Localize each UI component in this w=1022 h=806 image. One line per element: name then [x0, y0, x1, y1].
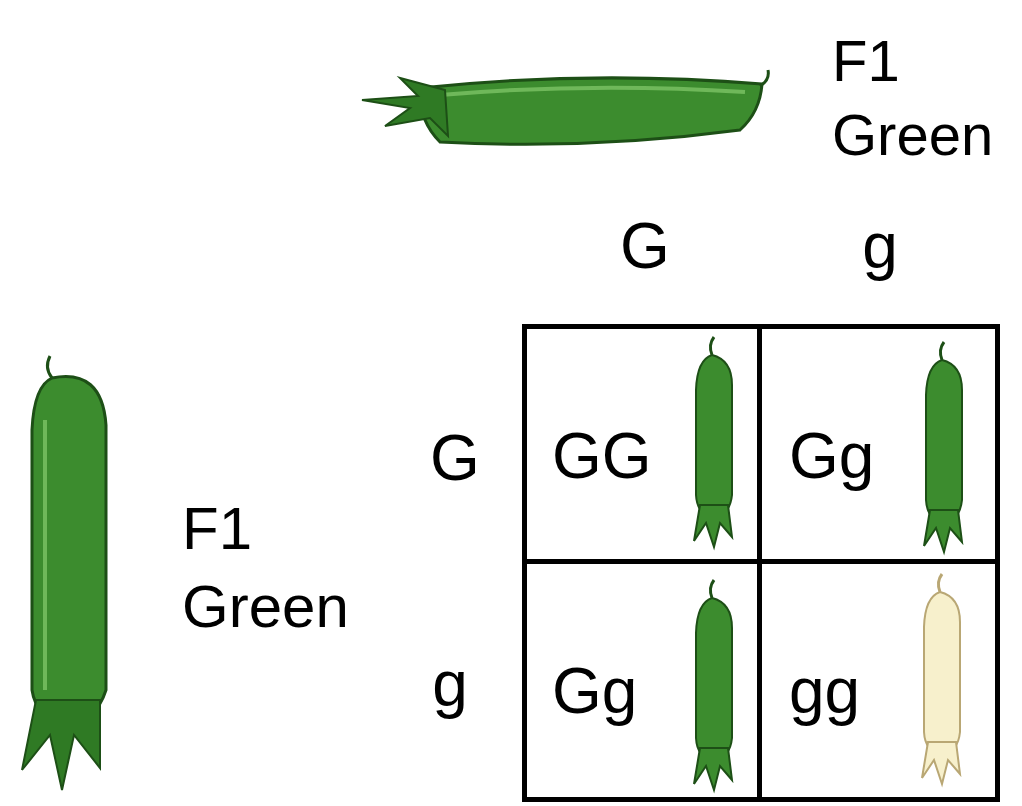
pod-tip — [47, 356, 52, 378]
genotype-text: Gg — [552, 659, 637, 723]
pod-sepal — [22, 700, 100, 790]
pod-sepal — [362, 78, 448, 136]
yellow-pod — [922, 574, 960, 784]
green-pod — [694, 580, 732, 790]
pod-body — [32, 377, 106, 722]
parent-label: F1 Green — [182, 490, 382, 646]
allele-header: g — [830, 214, 930, 278]
allele-header: g — [400, 652, 500, 716]
punnett-cell: gg — [757, 559, 1000, 802]
left-pea-pod — [22, 356, 106, 790]
allele-header: G — [595, 214, 695, 278]
genotype-text: gg — [789, 659, 860, 723]
genotype-text: GG — [552, 424, 652, 488]
punnett-cell: Gg — [522, 559, 762, 802]
pod-body — [420, 78, 762, 144]
punnett-cell: Gg — [757, 324, 1000, 564]
green-pod — [694, 337, 732, 547]
pod-tip — [760, 70, 768, 86]
allele-header: G — [405, 426, 505, 490]
pod-highlight — [43, 420, 47, 690]
top-pea-pod — [362, 70, 768, 144]
pod-highlight — [440, 88, 745, 95]
genotype-text: Gg — [789, 424, 874, 488]
punnett-cell: GG — [522, 324, 762, 564]
parent-label: F1 Green — [832, 24, 1018, 172]
green-pod — [924, 342, 962, 552]
